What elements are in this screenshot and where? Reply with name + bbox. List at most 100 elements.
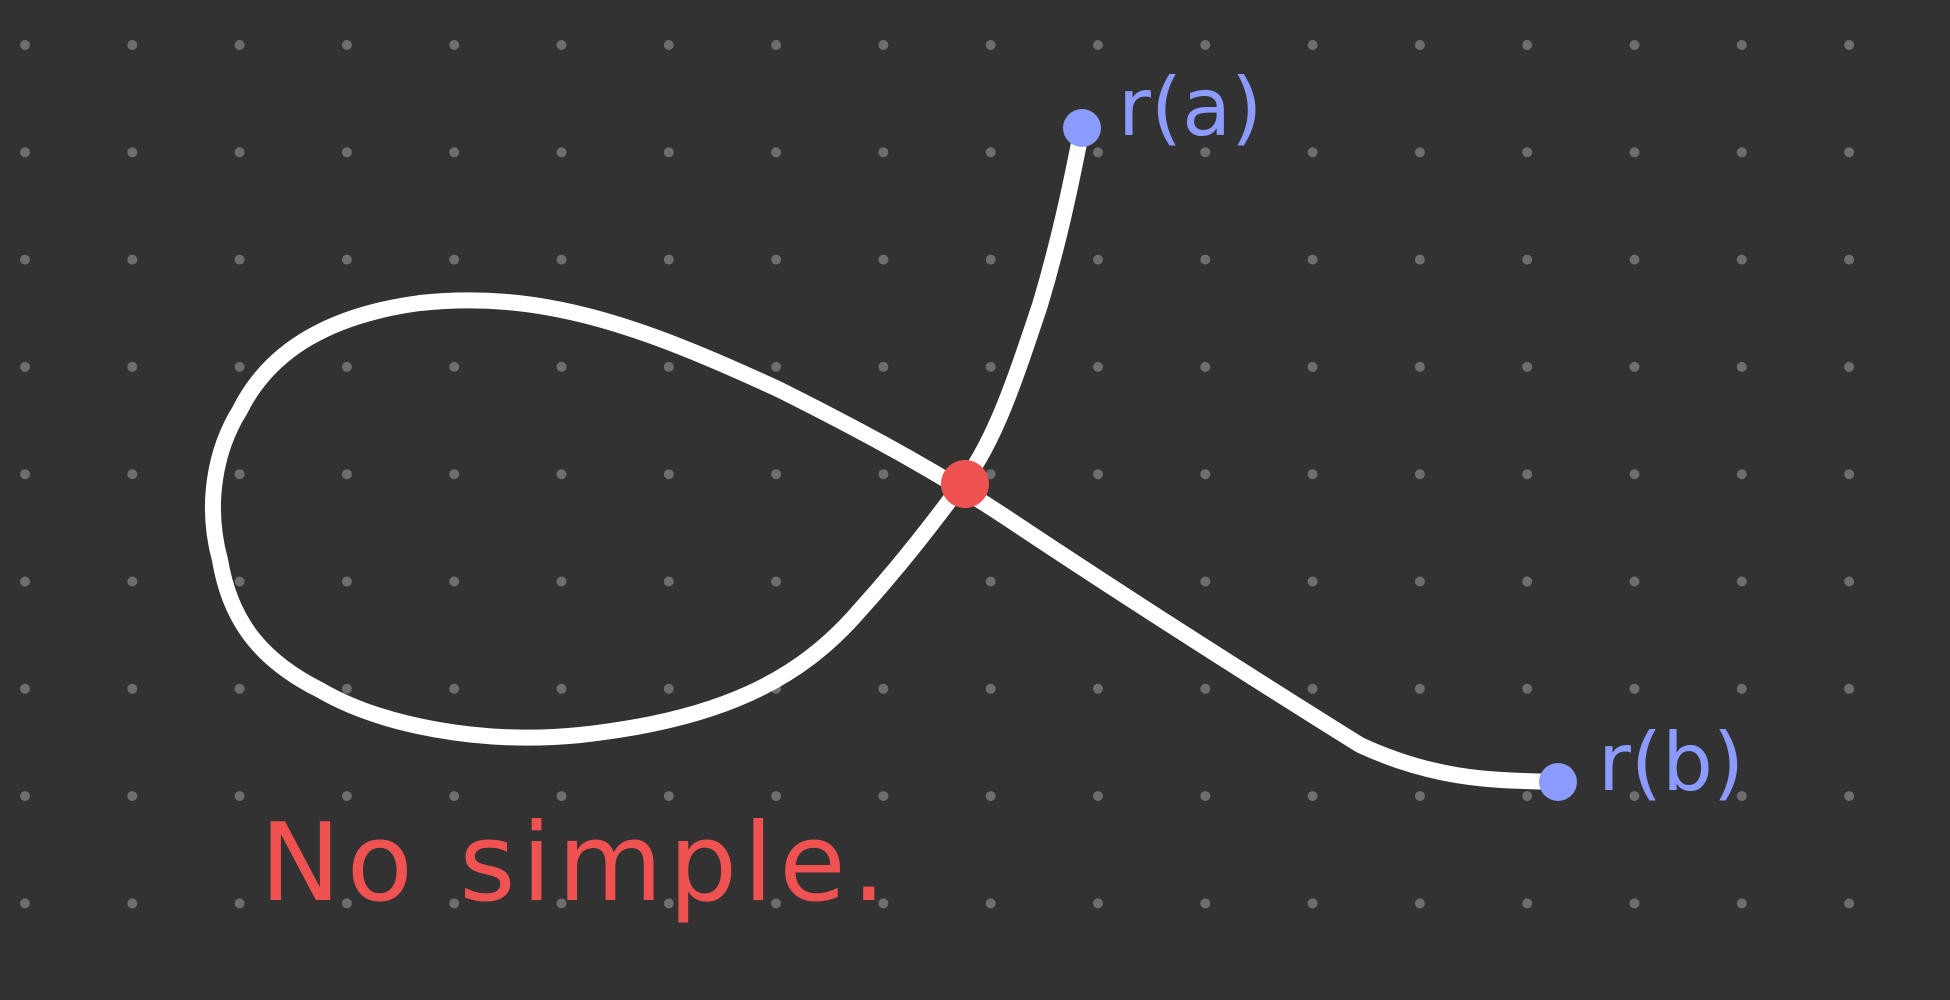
end-label: r(b) <box>1598 716 1744 809</box>
grid-dot <box>878 147 889 158</box>
grid-dot <box>878 254 889 265</box>
grid-dot <box>1522 254 1533 265</box>
grid-dot <box>985 576 996 587</box>
grid-dot <box>556 576 567 587</box>
grid-dot <box>1093 791 1103 802</box>
grid-dot <box>556 683 567 694</box>
grid-dot <box>771 469 782 480</box>
grid-dot <box>985 683 996 694</box>
grid-dot <box>20 576 30 587</box>
grid-dot <box>1093 683 1103 694</box>
grid-dot <box>127 254 138 265</box>
grid-dot <box>878 40 889 50</box>
grid-dot <box>556 361 567 372</box>
end-point-icon <box>1539 763 1577 801</box>
grid-dot <box>1629 576 1640 587</box>
grid-dot <box>20 898 30 909</box>
note-text: No simple. <box>260 801 892 926</box>
grid-dot <box>1844 361 1855 372</box>
grid-dot <box>985 898 996 909</box>
grid-dot <box>1093 254 1103 265</box>
grid-dot <box>985 469 996 480</box>
grid-dot <box>234 791 245 802</box>
grid-dot <box>1200 469 1211 480</box>
grid-dot <box>234 254 245 265</box>
grid-dot <box>771 361 782 372</box>
grid-dot <box>1307 147 1318 158</box>
grid-dot <box>1414 791 1425 802</box>
grid-dot <box>1736 576 1747 587</box>
grid-dot <box>20 147 30 158</box>
grid-dot <box>878 791 889 802</box>
dot-grid <box>20 40 1855 909</box>
grid-dot <box>1093 361 1103 372</box>
grid-dot <box>1093 469 1103 480</box>
grid-dot <box>1629 147 1640 158</box>
grid-dot <box>449 254 460 265</box>
grid-dot <box>663 791 674 802</box>
grid-dot <box>878 898 889 909</box>
grid-dot <box>234 683 245 694</box>
grid-dot <box>1629 683 1640 694</box>
grid-dot <box>20 791 30 802</box>
grid-dot <box>556 469 567 480</box>
grid-dot <box>1307 898 1318 909</box>
grid-dot <box>771 147 782 158</box>
grid-dot <box>771 791 782 802</box>
grid-dot <box>1844 40 1855 50</box>
grid-dot <box>1629 469 1640 480</box>
grid-dot <box>1414 469 1425 480</box>
grid-dot <box>556 147 567 158</box>
grid-dot <box>1844 683 1855 694</box>
grid-dot <box>20 40 30 50</box>
grid-dot <box>449 683 460 694</box>
grid-dot <box>771 898 782 909</box>
grid-dot <box>20 361 30 372</box>
grid-dot <box>1307 791 1318 802</box>
grid-dot <box>234 576 245 587</box>
grid-dot <box>1200 576 1211 587</box>
grid-dot <box>1307 469 1318 480</box>
grid-dot <box>663 147 674 158</box>
grid-dot <box>1414 40 1425 50</box>
grid-dot <box>556 898 567 909</box>
grid-dot <box>1307 361 1318 372</box>
grid-dot <box>341 254 352 265</box>
crossing-point-icon <box>941 460 989 508</box>
grid-dot <box>1736 791 1747 802</box>
grid-dot <box>1844 898 1855 909</box>
grid-dot <box>127 469 138 480</box>
grid-dot <box>234 361 245 372</box>
grid-dot <box>1844 147 1855 158</box>
grid-dot <box>449 147 460 158</box>
grid-dot <box>1307 40 1318 50</box>
grid-dot <box>663 361 674 372</box>
grid-dot <box>1200 683 1211 694</box>
grid-dot <box>556 254 567 265</box>
grid-dot <box>20 469 30 480</box>
grid-dot <box>234 898 245 909</box>
grid-dot <box>449 898 460 909</box>
grid-dot <box>20 254 30 265</box>
grid-dot <box>127 683 138 694</box>
grid-dot <box>234 147 245 158</box>
grid-dot <box>449 469 460 480</box>
grid-dot <box>1844 791 1855 802</box>
grid-dot <box>127 147 138 158</box>
grid-dot <box>1629 791 1640 802</box>
grid-dot <box>1629 254 1640 265</box>
grid-dot <box>1736 683 1747 694</box>
grid-dot <box>1200 40 1211 50</box>
grid-dot <box>663 576 674 587</box>
grid-dot <box>1844 469 1855 480</box>
grid-dot <box>341 469 352 480</box>
grid-dot <box>1093 147 1103 158</box>
grid-dot <box>771 254 782 265</box>
grid-dot <box>1522 576 1533 587</box>
grid-dot <box>1522 683 1533 694</box>
grid-dot <box>127 361 138 372</box>
grid-dot <box>341 40 352 50</box>
grid-dot <box>341 898 352 909</box>
grid-dot <box>556 40 567 50</box>
